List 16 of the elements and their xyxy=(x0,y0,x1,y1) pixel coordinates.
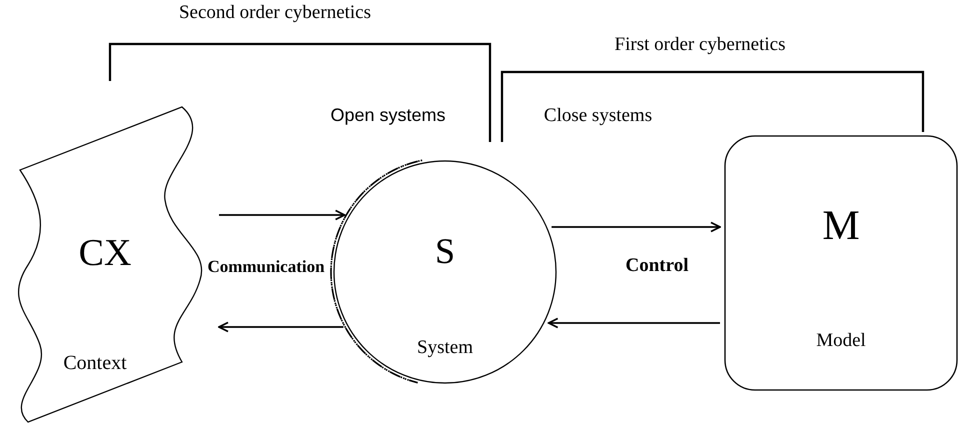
node-label: System xyxy=(417,338,473,359)
node-symbol: CX xyxy=(78,233,132,275)
arrow xyxy=(219,210,346,220)
annotation-label: Second order cybernetics xyxy=(178,3,372,24)
arrow xyxy=(552,222,721,232)
annotation-label: First order cybernetics xyxy=(614,35,786,56)
annotation-label: Open systems xyxy=(330,106,446,126)
node-label: Model xyxy=(816,331,866,352)
flow-label: Communication xyxy=(207,258,325,277)
arrow xyxy=(218,322,344,332)
node-label: Context xyxy=(63,352,127,374)
flow-label: Control xyxy=(626,256,688,277)
node-symbol: M xyxy=(822,203,860,250)
arrow xyxy=(548,318,720,328)
node-symbol: S xyxy=(434,232,456,272)
annotation-label: Close systems xyxy=(544,106,652,127)
